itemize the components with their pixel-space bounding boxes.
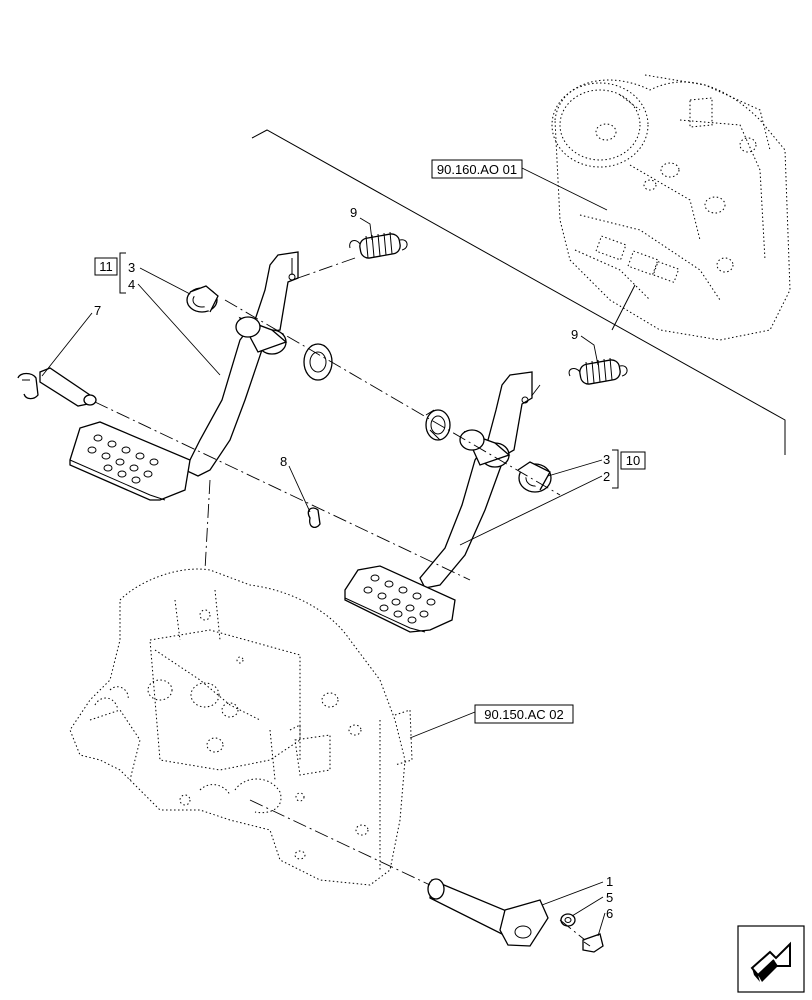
reference-box-bottom[interactable]: 90.150.AC 02 [474,704,574,724]
group-box-left[interactable]: 11 [94,252,126,294]
right-pedal-tread-icon [363,574,436,624]
group-label-right: 10 [626,453,640,468]
middle-bushings [303,343,451,441]
reference-label-top: 90.160.AO 01 [437,162,517,177]
circlip [307,507,321,529]
callout-2: 2 [603,469,610,484]
group-label-left: 11 [99,259,113,274]
callout-1: 1 [606,874,613,889]
next-page-arrow-icon[interactable] [737,925,805,993]
callouts: 9 3 4 7 9 8 3 2 1 5 6 [94,205,613,921]
group-box-right[interactable]: 10 [612,449,646,489]
callout-4: 4 [128,277,135,292]
bolt [582,933,604,953]
pivot-shaft [427,878,549,947]
reference-label-bottom: 90.150.AC 02 [484,707,564,722]
spring-right [568,357,628,385]
spring-top [349,231,408,259]
callout-9-top: 9 [350,205,357,220]
right-pedal [344,371,552,633]
section-lines [251,129,786,455]
callout-9-right: 9 [571,327,578,342]
callout-3-left: 3 [128,260,135,275]
left-pedal [17,251,299,501]
callout-7: 7 [94,303,101,318]
callout-8: 8 [280,454,287,469]
callout-6: 6 [606,906,613,921]
alignment-lines [94,257,586,941]
callout-5: 5 [606,890,613,905]
left-pedal-tread-icon [87,434,159,484]
callout-3-right: 3 [603,452,610,467]
tractor-cab-inset [551,74,791,341]
reference-box-top[interactable]: 90.160.AO 01 [431,159,523,179]
vehicle-frame [69,568,413,886]
leader-lines [41,217,606,937]
